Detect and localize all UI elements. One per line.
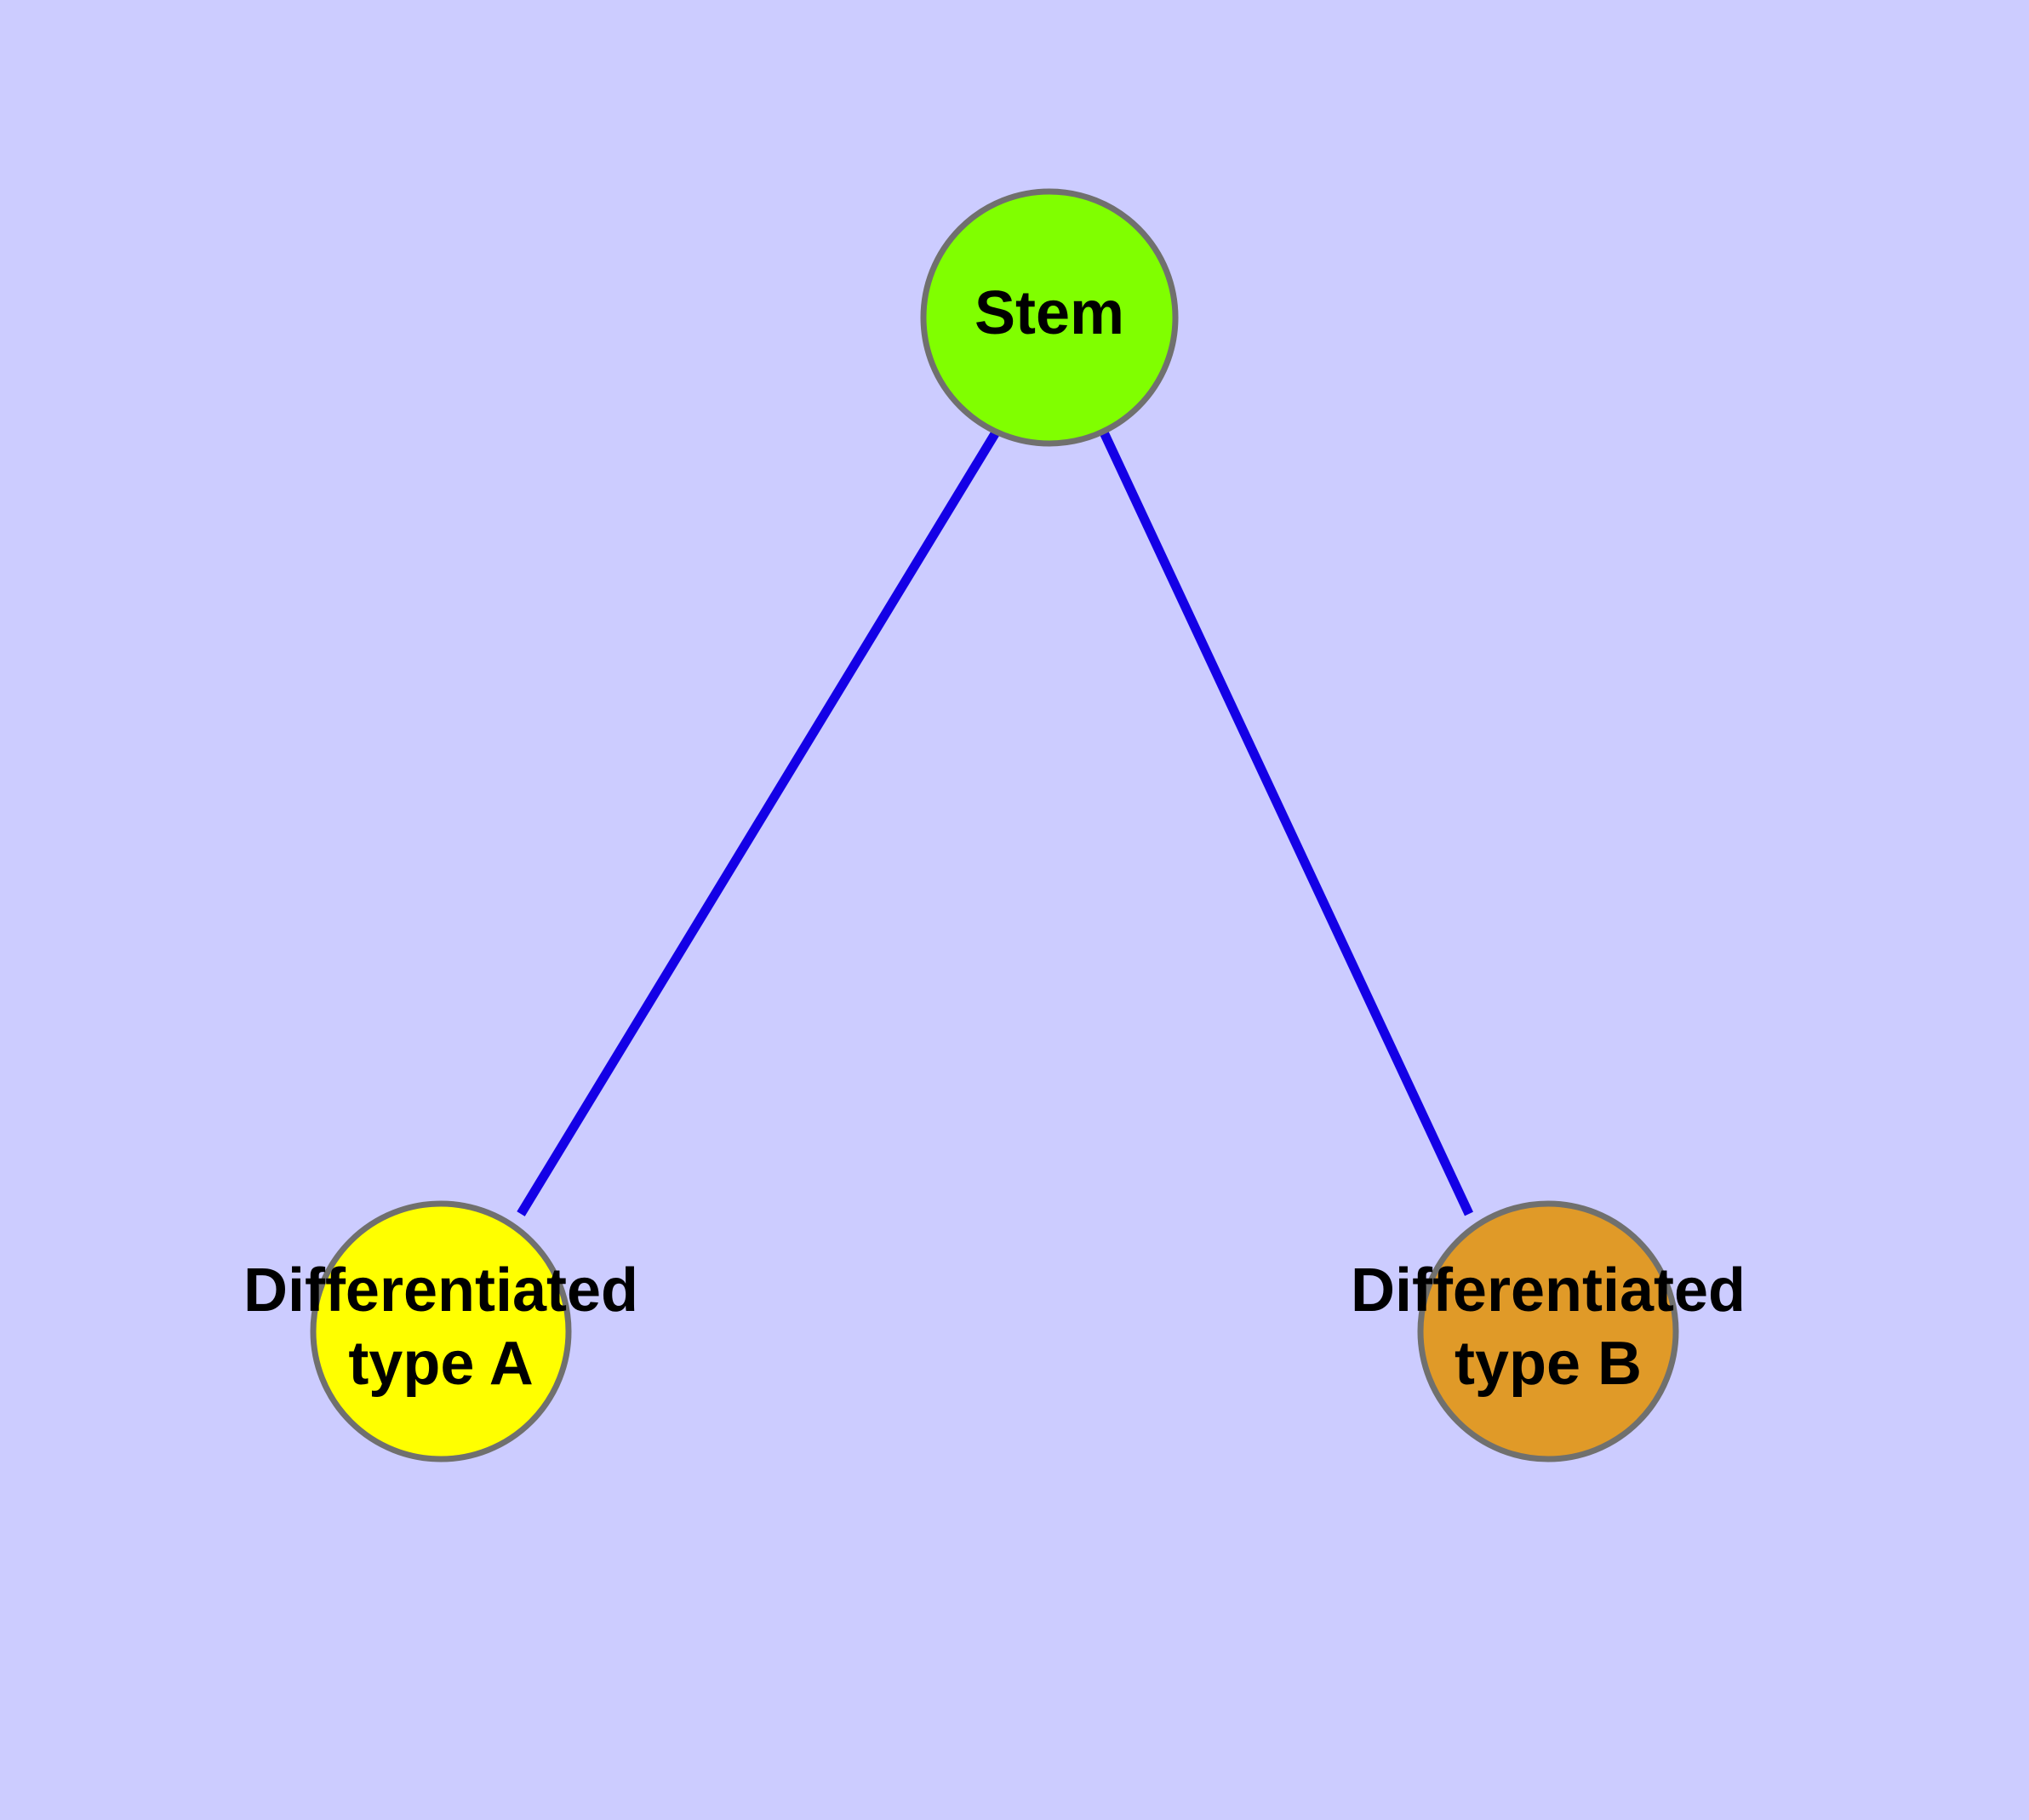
edge-stem-to-a[interactable]	[517, 430, 1000, 1216]
node-label-line: Differentiated	[1351, 1256, 1746, 1325]
node-label-line: type A	[348, 1330, 533, 1398]
node-circle-diff-b[interactable]	[1417, 1200, 1679, 1462]
node-label-line: type B	[1455, 1330, 1642, 1398]
node-label-line: Differentiated	[243, 1256, 638, 1325]
node-circle-diff-a[interactable]	[310, 1200, 572, 1462]
node-label-stem: Stem	[974, 279, 1124, 347]
edge-layer	[517, 430, 1473, 1216]
edge-stem-to-b[interactable]	[1100, 430, 1473, 1216]
node-stem[interactable]: Stem	[920, 188, 1179, 447]
node-circle-stem[interactable]	[920, 188, 1179, 447]
node-label-line: Stem	[974, 279, 1124, 347]
